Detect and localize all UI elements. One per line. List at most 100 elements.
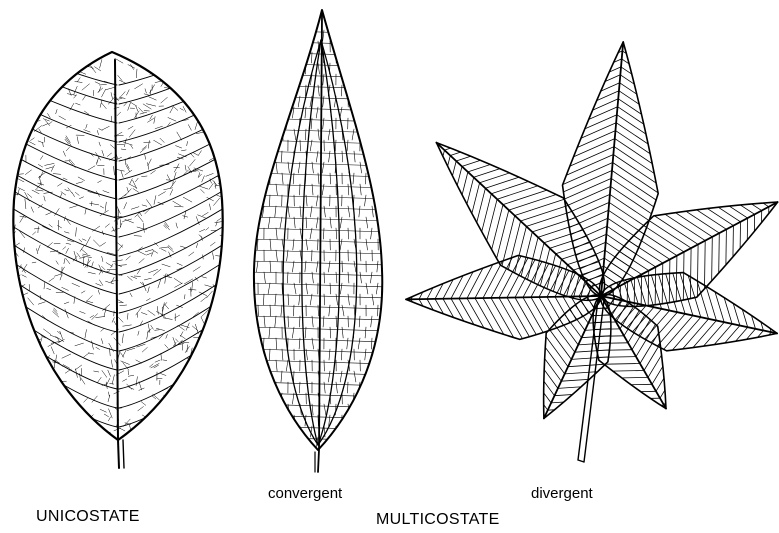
reticulate-vein <box>30 138 34 141</box>
cross-vein <box>377 261 378 272</box>
cross-vein <box>250 151 390 155</box>
cross-vein <box>282 415 284 426</box>
cross-vein <box>292 261 294 272</box>
lobe-secondary-vein <box>775 203 776 271</box>
lobe-secondary-vein <box>549 147 614 176</box>
cross-vein <box>250 30 390 34</box>
cross-vein <box>359 426 360 437</box>
cross-vein <box>252 316 254 327</box>
cross-vein <box>322 162 324 173</box>
reticulate-vein <box>187 141 188 145</box>
cross-vein <box>330 173 331 184</box>
lobe-secondary-vein <box>559 283 589 324</box>
reticulate-vein <box>81 64 88 65</box>
reticulate-vein <box>102 266 106 270</box>
reticulate-vein <box>195 415 201 420</box>
reticulate-vein <box>22 63 28 65</box>
cross-vein <box>250 85 390 89</box>
reticulate-vein <box>92 314 98 320</box>
cross-vein <box>354 371 356 382</box>
reticulate-vein <box>118 245 123 251</box>
cross-vein <box>258 107 259 118</box>
reticulate-vein <box>199 235 202 238</box>
cross-vein <box>360 250 361 261</box>
reticulate-vein <box>40 61 48 67</box>
reticulate-vein <box>62 424 65 430</box>
lobe-secondary-vein <box>738 272 755 329</box>
cross-vein <box>324 272 325 283</box>
reticulate-vein <box>216 293 219 298</box>
reticulate-vein <box>95 426 99 435</box>
reticulate-vein <box>174 278 182 283</box>
secondary-vein <box>10 189 117 237</box>
lobe-secondary-vein <box>701 326 740 371</box>
cross-vein <box>324 382 325 393</box>
cross-vein <box>330 437 331 448</box>
reticulate-vein <box>17 416 22 420</box>
cross-vein <box>348 272 349 283</box>
cross-vein <box>282 349 283 360</box>
cross-vein <box>286 360 288 371</box>
lobe-secondary-vein <box>575 349 625 352</box>
cross-vein <box>336 294 338 305</box>
reticulate-vein <box>22 275 27 277</box>
cross-vein <box>340 283 342 294</box>
reticulate-vein <box>48 365 50 372</box>
reticulate-vein <box>98 290 99 294</box>
reticulate-vein <box>214 56 217 61</box>
convergent-label: convergent <box>268 485 342 502</box>
reticulate-vein <box>30 98 34 100</box>
cross-vein <box>347 74 349 85</box>
reticulate-vein <box>95 82 100 84</box>
reticulate-vein <box>67 94 76 96</box>
cross-vein <box>341 85 342 96</box>
cross-vein <box>371 382 373 393</box>
reticulate-vein <box>188 125 191 131</box>
reticulate-vein <box>156 424 161 431</box>
reticulate-vein <box>106 382 107 389</box>
reticulate-vein <box>155 330 160 331</box>
secondary-vein <box>10 350 117 408</box>
reticulate-vein <box>193 153 198 156</box>
lobe-secondary-vein <box>586 357 636 358</box>
reticulate-vein <box>33 232 36 235</box>
reticulate-vein <box>203 212 209 215</box>
reticulate-vein <box>44 408 48 411</box>
reticulate-vein <box>65 139 69 144</box>
cross-vein <box>264 316 265 327</box>
reticulate-vein <box>195 370 199 371</box>
reticulate-vein <box>158 279 161 288</box>
cross-vein <box>347 52 349 63</box>
reticulate-vein <box>75 81 82 82</box>
reticulate-vein <box>25 170 31 175</box>
reticulate-vein <box>43 119 49 121</box>
reticulate-vein <box>187 407 193 410</box>
reticulate-vein <box>18 174 24 175</box>
lobe-secondary-vein <box>611 178 670 218</box>
reticulate-vein <box>144 94 150 96</box>
cross-vein <box>340 371 342 382</box>
lobe-secondary-vein <box>443 299 474 353</box>
reticulate-vein <box>46 167 53 169</box>
cross-vein <box>294 217 295 228</box>
cross-vein <box>294 371 295 382</box>
reticulate-vein <box>100 60 102 69</box>
reticulate-vein <box>99 142 100 146</box>
lobe-secondary-vein <box>555 392 605 395</box>
cross-vein <box>250 129 390 133</box>
cross-vein <box>358 338 360 349</box>
cross-vein <box>287 250 288 261</box>
lobe-secondary-vein <box>612 171 671 211</box>
reticulate-vein <box>107 153 111 157</box>
reticulate-vein <box>109 409 113 418</box>
cross-vein <box>304 41 306 52</box>
lobe-midrib <box>601 202 778 296</box>
reticulate-vein <box>217 403 221 406</box>
lobe-secondary-vein <box>656 348 682 391</box>
reticulate-vein <box>214 87 218 89</box>
reticulate-vein <box>207 291 213 298</box>
lobe-secondary-vein <box>499 298 530 352</box>
cross-vein <box>294 129 296 140</box>
lobe-secondary-vein <box>761 211 762 279</box>
reticulate-vein <box>148 159 152 166</box>
